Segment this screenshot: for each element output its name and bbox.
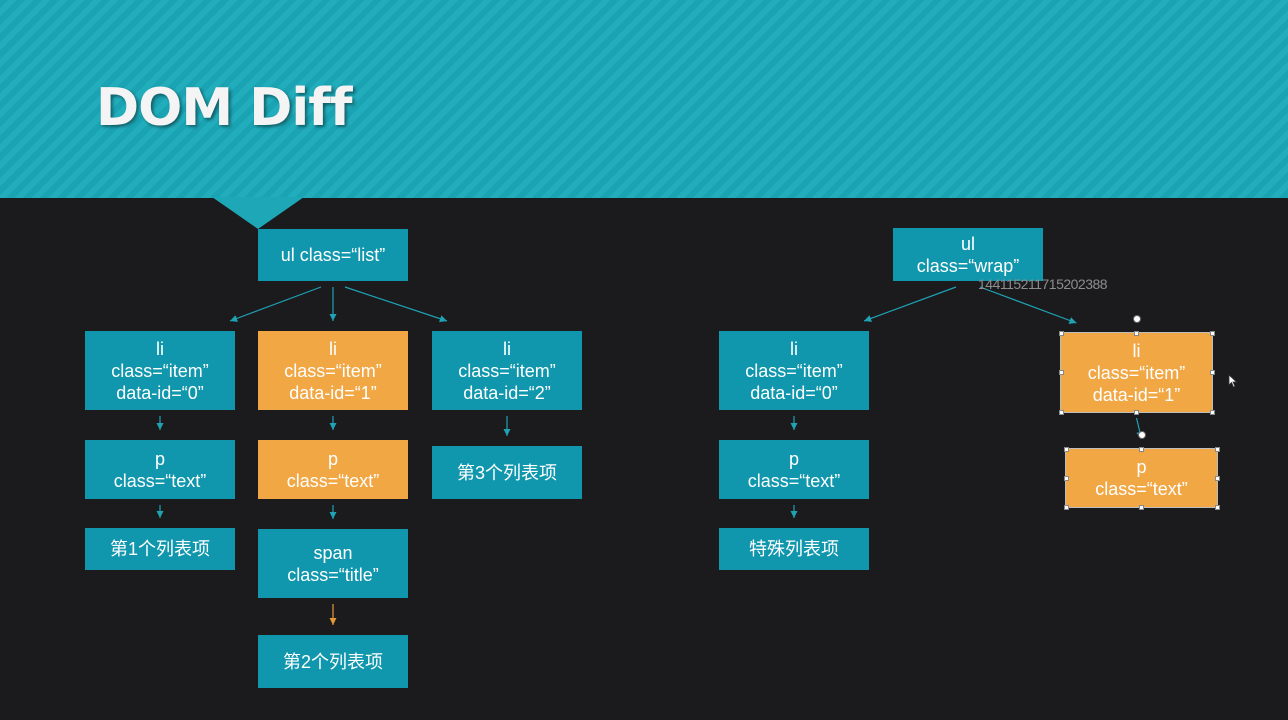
node-label-line: class=“item” [458,360,556,381]
node-label-line: class=“title” [287,564,379,585]
node-label-line: 第3个列表项 [456,462,557,483]
node-label-line: li [1132,340,1141,361]
resize-handle-icon[interactable] [1058,330,1064,336]
node-label-line: li [329,338,337,359]
resize-handle-icon[interactable] [1209,409,1215,415]
node-label-line: data-id=“0” [116,382,204,403]
node-label-line: 第2个列表项 [282,651,383,672]
node-text-w0[interactable]: 特殊列表项 [719,528,869,570]
node-label-line: p [327,448,338,469]
node-label-line: li [156,338,164,359]
node-label-line: li [503,338,511,359]
node-label-line: span [313,542,353,563]
node-label-line: class=“text” [747,470,841,491]
slide-title: DOM Diff [96,78,352,138]
slide-header-band [0,0,1288,198]
resize-handle-icon[interactable] [1139,504,1144,510]
edge-ul-wrap-to-li-w0 [863,286,957,322]
node-label-line: li [790,338,798,359]
node-label-line: class=“wrap” [916,255,1020,276]
node-label-line: class=“item” [1087,362,1186,383]
node-label-line: class=“item” [111,360,209,381]
node-text-1[interactable]: 第2个列表项 [258,635,408,688]
node-text-0[interactable]: 第1个列表项 [85,528,235,570]
node-label-line: data-id=“2” [463,382,551,403]
node-label-line: class=“item” [284,360,382,381]
node-ul-list[interactable]: ul class=“list” [258,229,408,281]
resize-handle-icon[interactable] [1214,504,1220,510]
node-label-line: class=“item” [745,360,843,381]
node-label-line: ul [960,233,975,254]
resize-handle-icon[interactable] [1209,330,1215,336]
rotate-handle-icon[interactable] [1137,431,1146,439]
edge-ul-list-to-li-2 [344,286,448,323]
resize-handle-icon[interactable] [1058,409,1064,415]
node-label-line: data-id=“1” [289,382,377,403]
overlay-id-text: 144115211715202388 [978,276,1108,292]
edge-ul-wrap-to-li-w1 [979,286,1077,324]
resize-handle-icon[interactable] [1214,475,1220,481]
resize-handle-icon[interactable] [1139,446,1144,452]
node-text-2[interactable]: 第3个列表项 [432,446,582,499]
node-label-line: class=“text” [113,470,207,491]
node-label-line: class=“text” [286,470,380,491]
node-label-line: class=“text” [1095,479,1188,499]
node-label-line: data-id=“1” [1092,384,1181,405]
resize-handle-icon[interactable] [1134,409,1139,415]
resize-handle-icon[interactable] [1063,446,1069,452]
resize-handle-icon[interactable] [1134,330,1139,336]
node-label-line: p [1136,457,1147,477]
mouse-cursor-icon [1228,374,1238,388]
node-label-line: p [788,448,799,469]
rotate-handle-icon[interactable] [1132,315,1141,323]
header-notch [212,197,304,229]
resize-handle-icon[interactable] [1063,475,1069,481]
resize-handle-icon[interactable] [1058,370,1064,375]
edge-ul-list-to-li-0 [229,286,322,322]
resize-handle-icon[interactable] [1214,446,1220,452]
node-label-line: p [154,448,165,469]
resize-handle-icon[interactable] [1209,370,1215,375]
node-label-line: ul class=“list” [280,245,386,265]
node-label-line: 特殊列表项 [749,539,839,559]
node-label-line: 第1个列表项 [109,539,210,559]
resize-handle-icon[interactable] [1063,504,1069,510]
node-label-line: data-id=“0” [750,382,838,403]
